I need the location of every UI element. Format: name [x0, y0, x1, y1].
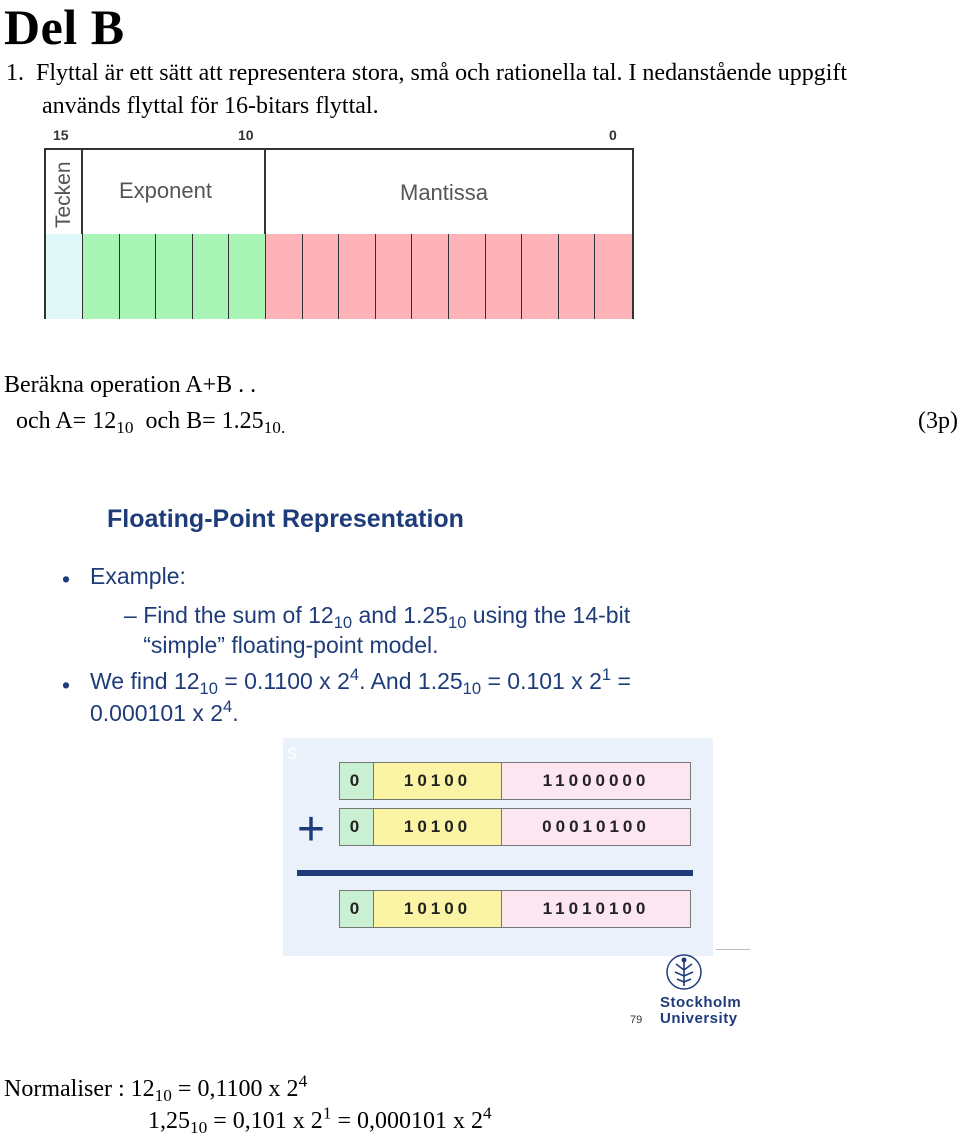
register-sum: 0 10100 11010100: [339, 890, 691, 928]
mantissa-bit-cell: [522, 234, 559, 319]
university-name-1: Stockholm: [660, 994, 742, 1011]
mantissa-bit-cell: [595, 234, 632, 319]
heading: Del B: [4, 0, 125, 55]
bullet-dot-2: •: [62, 672, 71, 698]
task-a: och A= 12: [16, 408, 117, 434]
register-sum-mantissa: 11010100: [502, 891, 690, 927]
mantissa-bit-cell: [375, 234, 413, 319]
stockholm-university-logo-icon: [666, 954, 702, 990]
register-a-exponent: 10100: [374, 763, 502, 799]
normalise-line-2: 1,2510 = 0,101 x 21 = 0,000101 x 24: [148, 1103, 492, 1138]
register-b-exponent: 10100: [374, 809, 502, 845]
bit-position-10: 10: [238, 127, 254, 143]
exponent-bit-cell: [83, 234, 120, 319]
sum-rule: [297, 870, 693, 876]
logo-divider: [716, 949, 750, 950]
bit-position-0: 0: [609, 127, 617, 143]
mantissa-bit-cell: [266, 234, 303, 319]
bullet-dot-1: •: [62, 566, 71, 592]
register-sum-sign: 0: [340, 891, 374, 927]
mantissa-bit-cell: [558, 234, 596, 319]
register-sum-exponent: 10100: [374, 891, 502, 927]
mantissa-bit-cell: [449, 234, 486, 319]
points: (3p): [918, 408, 958, 434]
sign-label: Tecken: [52, 161, 75, 228]
mantissa-bit-cell: [412, 234, 449, 319]
register-a: 0 10100 11000000: [339, 762, 691, 800]
task-b-base: 10: [263, 418, 281, 438]
question-line-1: 1. Flyttal är ett sätt att representera …: [6, 60, 847, 87]
slide-bullet-1: Example:: [90, 563, 186, 589]
exponent-bit-cell: [156, 234, 193, 319]
exponent-label-cell: [83, 150, 266, 234]
slide-bullet-2-line-1: We find 1210 = 0.1100 x 24. And 1.2510 =…: [90, 664, 631, 698]
register-b: 0 10100 00010100: [339, 808, 691, 846]
task-end: .: [280, 418, 286, 438]
slide-number: 79: [630, 1014, 643, 1026]
question-text-1: Flyttal är ett sätt att representera sto…: [36, 60, 848, 86]
slide-subbullet-line-2: – “simple” floating-point model.: [143, 632, 439, 658]
sign-label-cell: [46, 150, 83, 234]
slide-title: Floating-Point Representation: [107, 505, 464, 533]
mantissa-bit-cell: [302, 234, 340, 319]
task-a-base: 10: [116, 418, 134, 438]
mantissa-label: Mantissa: [400, 180, 489, 205]
mantissa-bit-cell: [339, 234, 376, 319]
mantissa-bit-cell: [485, 234, 523, 319]
question-line-2: används flyttal för 16-bitars flyttal.: [42, 93, 379, 119]
sign-bit-cell: [46, 234, 83, 319]
register-b-mantissa: 00010100: [502, 809, 690, 845]
slide-bullet-2-line-2: 0.000101 x 24.: [90, 696, 239, 726]
task-line-1: Beräkna operation A+B . .: [4, 372, 257, 398]
question-number: 1.: [6, 60, 24, 86]
exponent-label: Exponent: [119, 178, 212, 203]
university-name-2: University: [660, 1010, 738, 1027]
task-b: och B= 1.25: [145, 408, 264, 434]
task-line-2: och A= 1210 och B= 1.2510.: [16, 408, 286, 438]
bit-position-15: 15: [53, 127, 69, 143]
exponent-bit-cell: [119, 234, 157, 319]
slide-subbullet-line-1: – Find the sum of 1210 and 1.2510 using …: [124, 602, 631, 632]
bit-layout-diagram: Tecken Exponent Mantissa: [44, 148, 634, 319]
exponent-bit-cell: [192, 234, 230, 319]
register-b-sign: 0: [340, 809, 374, 845]
exponent-bit-cell: [229, 234, 266, 319]
register-a-mantissa: 11000000: [502, 763, 690, 799]
plus-operator: +: [297, 803, 326, 856]
register-a-sign: 0: [340, 763, 374, 799]
addition-panel: s 0 10100 11000000 + 0 10100 00010100 0 …: [283, 738, 713, 956]
normalise-line-1: Normaliser : 1210 = 0,1100 x 24: [4, 1071, 308, 1106]
